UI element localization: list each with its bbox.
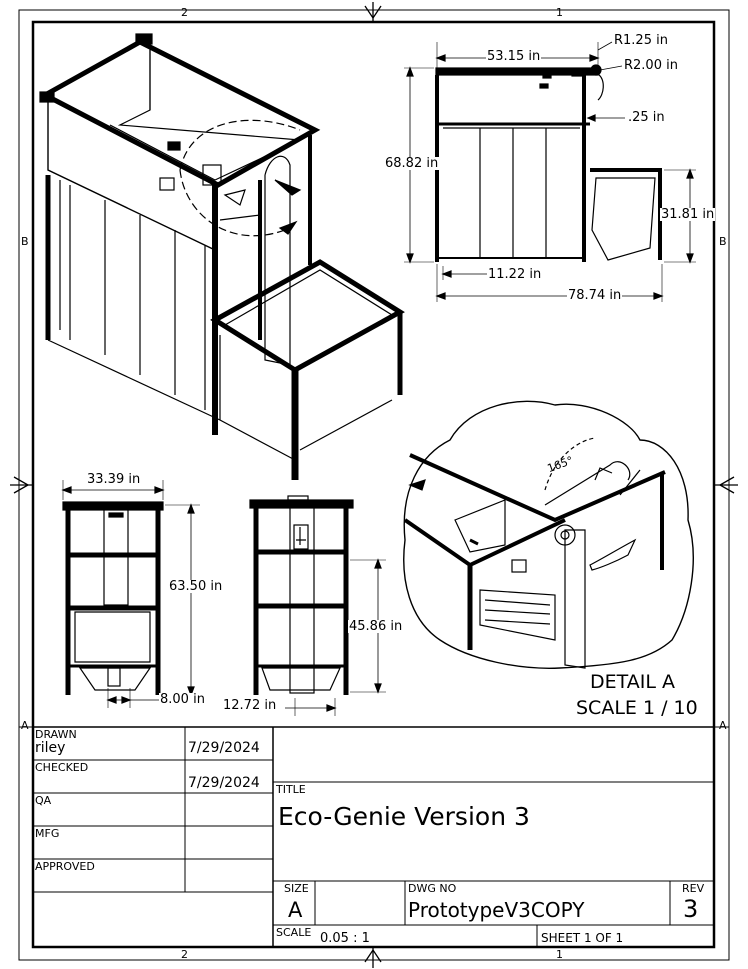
dim-radius-large: R2.00 in: [623, 58, 679, 73]
zone-label-bottom-2: 2: [181, 948, 188, 961]
zone-label-bottom-1: 1: [556, 948, 563, 961]
zone-label-left-a: A: [21, 719, 29, 732]
front-view: [61, 480, 200, 708]
side-view: [404, 41, 696, 302]
size-value: A: [288, 898, 303, 922]
centering-arrow-top: [364, 2, 382, 22]
rev-value: 3: [683, 895, 699, 923]
drawn-label: DRAWN: [35, 728, 77, 741]
checked-date: 7/29/2024: [188, 775, 260, 791]
size-label: SIZE: [284, 882, 309, 895]
detail-a-view: [403, 400, 694, 669]
dwg-no-label: DWG NO: [408, 882, 457, 895]
dim-outlet-width: 8.00 in: [159, 692, 206, 707]
title-label: TITLE: [276, 783, 306, 796]
detail-scale: SCALE 1 / 10: [576, 697, 698, 719]
sheet-value: SHEET 1 OF 1: [541, 931, 624, 945]
mfg-label: MFG: [35, 827, 60, 840]
drawn-date: 7/29/2024: [188, 740, 260, 756]
zone-label-top-2: 2: [181, 6, 188, 19]
centering-arrow-right: [714, 476, 738, 494]
drawing-title: Eco-Genie Version 3: [278, 802, 530, 831]
dim-hopper-height: 31.81 in: [660, 207, 716, 222]
dim-radius-small: R1.25 in: [613, 33, 669, 48]
dim-thickness: .25 in: [627, 110, 666, 125]
dim-side-offset: 12.72 in: [222, 698, 278, 713]
isometric-view: [39, 33, 405, 480]
centering-arrow-bottom: [364, 947, 382, 968]
rear-view: [249, 495, 386, 716]
drawn-by: riley: [35, 740, 66, 756]
zone-label-top-1: 1: [556, 6, 563, 19]
qa-label: QA: [35, 794, 52, 807]
centering-arrow-left: [10, 476, 33, 494]
rev-label: REV: [682, 882, 705, 895]
dim-front-width: 33.39 in: [86, 472, 142, 487]
zone-label-left-b: B: [21, 235, 29, 248]
dim-overall-width: 78.74 in: [567, 288, 623, 303]
detail-name: DETAIL A: [590, 671, 675, 693]
title-block: [33, 726, 714, 947]
checked-label: CHECKED: [35, 761, 89, 774]
dim-side-height: 45.86 in: [348, 619, 404, 634]
zone-label-right-b: B: [719, 235, 727, 248]
dim-height-total: 68.82 in: [384, 156, 440, 171]
zone-label-right-a: A: [719, 719, 727, 732]
scale-label: SCALE: [276, 926, 312, 939]
approved-label: APPROVED: [35, 860, 95, 873]
scale-value: 0.05 : 1: [320, 931, 370, 946]
dim-panel-width: 11.22 in: [487, 267, 543, 282]
dim-width-top: 53.15 in: [486, 49, 542, 64]
dim-front-height: 63.50 in: [168, 579, 224, 594]
dwg-no-value: PrototypeV3COPY: [408, 898, 585, 922]
